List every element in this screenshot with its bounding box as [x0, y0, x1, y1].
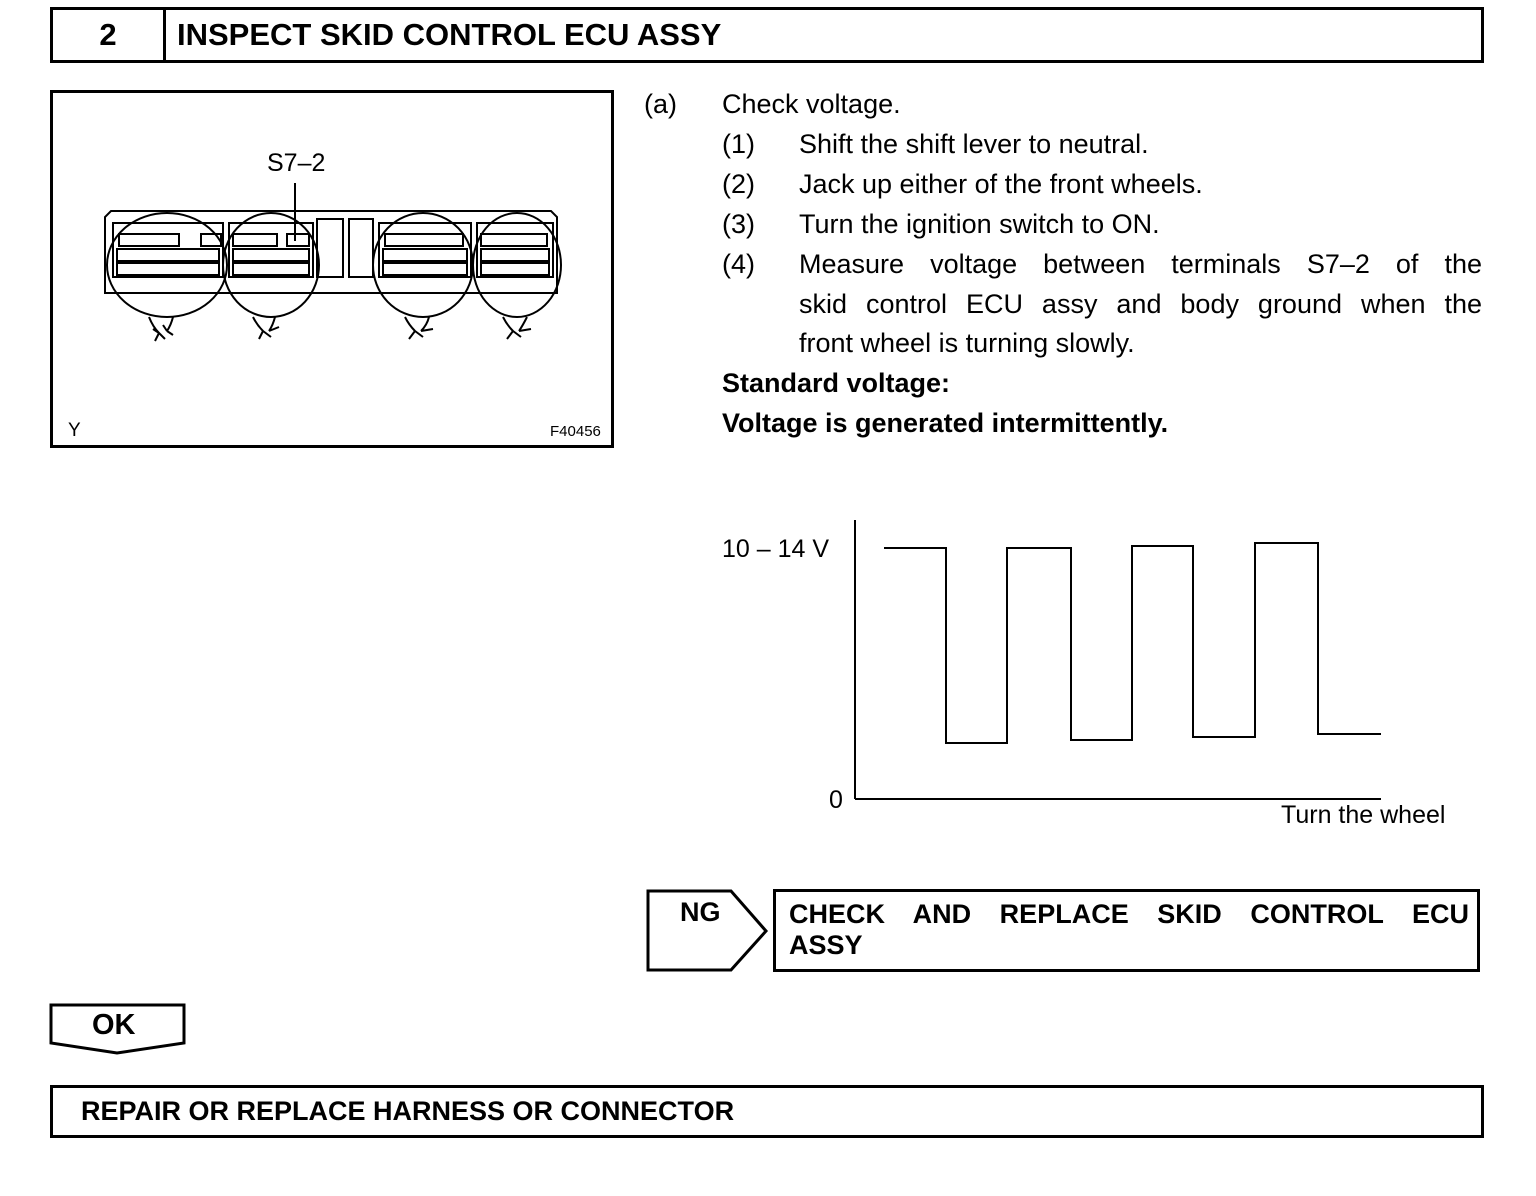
step-3-marker: (3)	[722, 209, 755, 239]
standard-value: Voltage is generated intermittently.	[722, 408, 1169, 438]
step-header: 2 INSPECT SKID CONTROL ECU ASSY	[50, 7, 1484, 63]
ng-action-line-1: CHECK AND REPLACE SKID CONTROL ECU	[789, 899, 1469, 929]
step-4-line-3: front wheel is turning slowly.	[799, 328, 1135, 358]
step-4-marker: (4)	[722, 249, 755, 279]
ok-action-text: REPAIR OR REPLACE HARNESS OR CONNECTOR	[81, 1096, 735, 1126]
ok-arrow-box	[49, 1003, 186, 1055]
ng-action-line-2: ASSY	[789, 930, 863, 960]
step-1-text: Shift the shift lever to neutral.	[799, 129, 1149, 159]
step-3-text: Turn the ignition switch to ON.	[799, 209, 1160, 239]
instruction-a-text: Check voltage.	[722, 89, 901, 119]
step-title: INSPECT SKID CONTROL ECU ASSY	[177, 17, 722, 52]
ecu-connector-figure: S7–2 Y F40456	[50, 90, 614, 448]
step-1-marker: (1)	[722, 129, 755, 159]
step-2-text: Jack up either of the front wheels.	[799, 169, 1203, 199]
ecu-connector-illustration	[104, 183, 562, 342]
terminal-label: S7–2	[267, 149, 326, 177]
instruction-a-marker: (a)	[644, 89, 677, 119]
step-4-line-1: Measure voltage between terminals S7–2 o…	[799, 249, 1482, 279]
ok-action-box: REPAIR OR REPLACE HARNESS OR CONNECTOR	[50, 1085, 1484, 1138]
standard-label: Standard voltage:	[722, 368, 951, 398]
voltage-waveform	[854, 520, 1381, 800]
ng-action-box: CHECK AND REPLACE SKID CONTROL ECU ASSY	[773, 889, 1480, 972]
ok-label: OK	[92, 1009, 136, 1041]
waveform-zero-label: 0	[829, 786, 843, 814]
step-number: 2	[53, 10, 166, 60]
step-2-marker: (2)	[722, 169, 755, 199]
waveform-signal	[884, 542, 1381, 744]
ng-action-text: CHECK AND REPLACE SKID CONTROL ECU ASSY	[789, 899, 1469, 961]
ng-arrow-box	[646, 889, 769, 972]
waveform-high-label: 10 – 14 V	[722, 535, 830, 563]
step-4-line-2: skid control ECU assy and body ground wh…	[799, 289, 1482, 319]
figure-corner-label: Y	[68, 420, 81, 441]
waveform-x-label: Turn the wheel	[1281, 801, 1446, 829]
figure-id: F40456	[550, 423, 601, 440]
ng-label: NG	[680, 897, 721, 927]
